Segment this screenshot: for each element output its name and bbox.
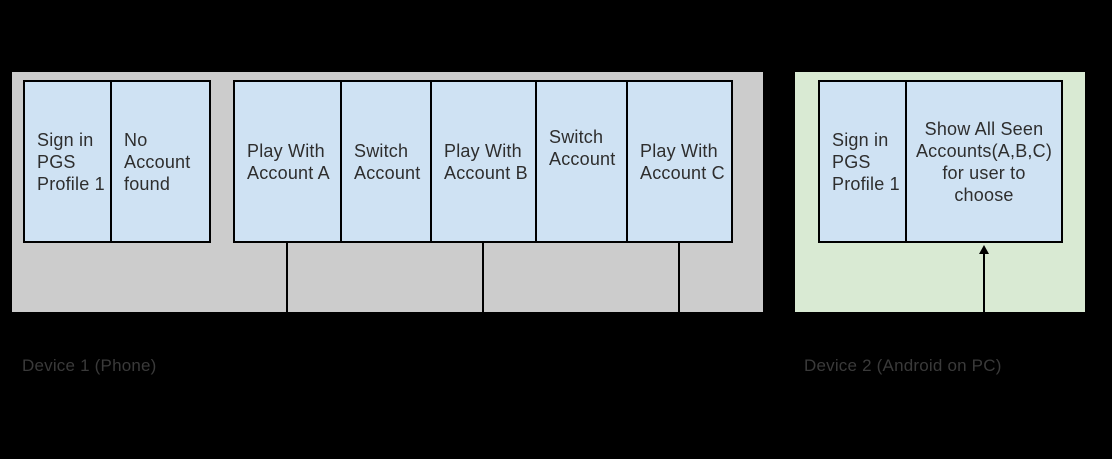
connector-line-account-b bbox=[482, 243, 484, 312]
box-label: Show All Seen Accounts(A,B,C) for user t… bbox=[915, 118, 1053, 205]
box-label: No Account found bbox=[124, 129, 191, 194]
box-label: Play With Account A bbox=[247, 140, 330, 183]
arrow-shaft bbox=[983, 253, 985, 312]
box-play-with-account-c: Play With Account C bbox=[628, 82, 731, 241]
box-sign-in-pgs-profile-1: Sign in PGS Profile 1 bbox=[25, 82, 112, 241]
arrow-up-connector bbox=[976, 245, 992, 312]
box-label: Sign in PGS Profile 1 bbox=[37, 129, 105, 194]
box-show-all-seen-accounts: Show All Seen Accounts(A,B,C) for user t… bbox=[907, 82, 1061, 241]
device2-panel: Sign in PGS Profile 1 Show All Seen Acco… bbox=[795, 72, 1085, 375]
device1-label: Device 1 (Phone) bbox=[22, 356, 157, 375]
box-label: Play With Account C bbox=[640, 140, 725, 183]
box-no-account-found: No Account found bbox=[112, 82, 209, 241]
device1-panel: Sign in PGS Profile 1 No Account found P… bbox=[12, 72, 763, 375]
box-sign-in-pgs-profile-1-device2: Sign in PGS Profile 1 bbox=[820, 82, 907, 241]
connector-line-account-c bbox=[678, 243, 680, 312]
box-switch-account-1: Switch Account bbox=[342, 82, 432, 241]
box-switch-account-2: Switch Account bbox=[537, 82, 628, 241]
device1-signin-group: Sign in PGS Profile 1 No Account found bbox=[23, 80, 211, 243]
connector-line-account-a bbox=[286, 243, 288, 312]
box-label: Switch Account bbox=[549, 126, 616, 169]
device2-label: Device 2 (Android on PC) bbox=[804, 356, 1002, 375]
device2-group: Sign in PGS Profile 1 Show All Seen Acco… bbox=[818, 80, 1063, 243]
device1-play-sequence-group: Play With Account A Switch Account Play … bbox=[233, 80, 733, 243]
box-label: Switch Account bbox=[354, 140, 421, 183]
arrow-up-icon bbox=[979, 245, 989, 254]
box-label: Play With Account B bbox=[444, 140, 528, 183]
box-play-with-account-b: Play With Account B bbox=[432, 82, 537, 241]
box-play-with-account-a: Play With Account A bbox=[235, 82, 342, 241]
box-label: Sign in PGS Profile 1 bbox=[832, 129, 900, 194]
